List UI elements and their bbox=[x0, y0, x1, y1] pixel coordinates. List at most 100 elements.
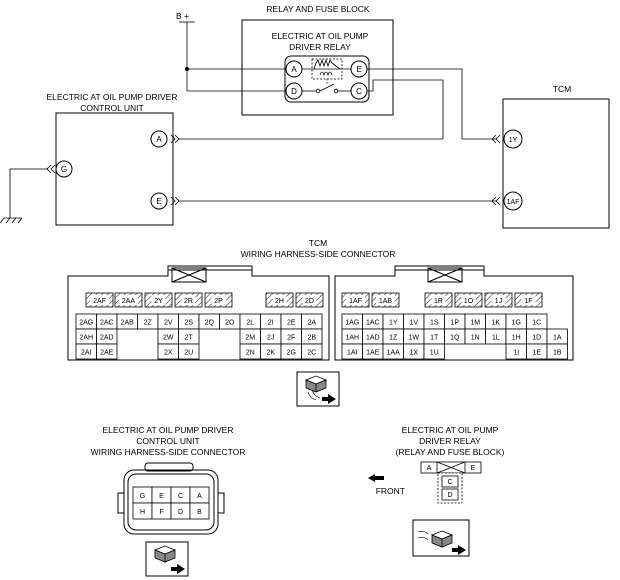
svg-text:2AI: 2AI bbox=[81, 349, 92, 356]
pin-cell: E bbox=[151, 486, 172, 504]
cu-connector-title-line3: WIRING HARNESS-SIDE CONNECTOR bbox=[91, 447, 246, 457]
wire-junction bbox=[185, 67, 189, 71]
pin-cell: 2Q bbox=[198, 313, 220, 330]
svg-text:1U: 1U bbox=[430, 349, 439, 356]
svg-text:1Y: 1Y bbox=[389, 319, 398, 326]
svg-text:1D: 1D bbox=[532, 334, 541, 341]
svg-text:1Y: 1Y bbox=[509, 137, 518, 144]
tcm-connector-left-housing bbox=[67, 265, 330, 361]
cu-pin-a: A bbox=[150, 130, 168, 148]
svg-text:A: A bbox=[291, 65, 297, 74]
svg-text:2AE: 2AE bbox=[100, 349, 114, 356]
svg-text:1R: 1R bbox=[434, 298, 443, 305]
pin-cell: 2Y bbox=[144, 292, 173, 308]
svg-text:A: A bbox=[156, 135, 162, 144]
svg-text:1O: 1O bbox=[464, 298, 474, 305]
pin-cell: 2AD bbox=[96, 328, 118, 345]
pin-cell: 1G bbox=[505, 313, 527, 330]
front-arrow-icon bbox=[368, 474, 384, 482]
pin-cell: 2C bbox=[301, 343, 323, 360]
pin-cell: 2F bbox=[280, 328, 302, 345]
relay-pin-e: E bbox=[350, 60, 368, 78]
pin-cell: 1P bbox=[444, 313, 466, 330]
svg-text:E: E bbox=[159, 493, 164, 500]
svg-text:2AD: 2AD bbox=[100, 334, 114, 341]
relay-conn-pin-e: E bbox=[471, 465, 476, 472]
pin-cell: 1B bbox=[546, 343, 568, 360]
pin-cell: 2B bbox=[301, 328, 323, 345]
pin-cell: 2O bbox=[219, 313, 241, 330]
pin-cell: D bbox=[170, 502, 191, 520]
svg-text:2W: 2W bbox=[163, 334, 174, 341]
pin-cell: 2V bbox=[157, 313, 179, 330]
svg-text:1W: 1W bbox=[409, 334, 420, 341]
pin-cell: 1S bbox=[423, 313, 445, 330]
pin-cell: 2Z bbox=[137, 313, 159, 330]
relay-connector-title-line2: DRIVER RELAY bbox=[419, 436, 481, 446]
pin-cell: 2AC bbox=[96, 313, 118, 330]
pin-cell: 2N bbox=[239, 343, 261, 360]
pin-cell: 1O bbox=[454, 292, 483, 308]
svg-text:2A: 2A bbox=[307, 319, 316, 326]
pin-cell: 1W bbox=[403, 328, 425, 345]
relay-switch-symbol bbox=[302, 83, 351, 94]
svg-text:2E: 2E bbox=[287, 319, 296, 326]
pin-cell: 1AG bbox=[341, 313, 363, 330]
svg-text:2T: 2T bbox=[185, 334, 194, 341]
svg-text:2J: 2J bbox=[267, 334, 274, 341]
pin-cell: 1V bbox=[403, 313, 425, 330]
svg-text:B: B bbox=[197, 509, 202, 516]
svg-text:2AF: 2AF bbox=[93, 298, 106, 305]
svg-text:2F: 2F bbox=[287, 334, 295, 341]
svg-text:1AB: 1AB bbox=[379, 298, 393, 305]
pin-cell: 1X bbox=[403, 343, 425, 360]
relay-connector-title-line1: ELECTRIC AT OIL PUMP bbox=[402, 425, 499, 435]
svg-text:1M: 1M bbox=[470, 319, 480, 326]
svg-text:2AA: 2AA bbox=[122, 298, 136, 305]
relay-pin-a: A bbox=[285, 60, 303, 78]
tcm-box bbox=[502, 98, 610, 229]
tcm-connector-view-icon bbox=[296, 371, 340, 407]
relay-connector-view-icon bbox=[412, 519, 470, 557]
pin-cell: 1Z bbox=[382, 328, 404, 345]
svg-text:1Z: 1Z bbox=[389, 334, 398, 341]
pin-cell: 2D bbox=[295, 292, 324, 308]
relay-pin-d: D bbox=[285, 82, 303, 100]
pin-cell: 2R bbox=[174, 292, 203, 308]
relay-name-line2: DRIVER RELAY bbox=[289, 42, 351, 52]
relay-connector-title-line3: (RELAY AND FUSE BLOCK) bbox=[396, 447, 505, 457]
svg-text:2I: 2I bbox=[268, 319, 274, 326]
svg-text:2B: 2B bbox=[307, 334, 316, 341]
relay-coil-symbol bbox=[302, 58, 351, 85]
pin-cell: 1Q bbox=[444, 328, 466, 345]
pin-cell: 2S bbox=[178, 313, 200, 330]
tcm-connector-title-line1: TCM bbox=[309, 238, 327, 248]
svg-text:1AC: 1AC bbox=[366, 319, 380, 326]
svg-text:2N: 2N bbox=[246, 349, 255, 356]
pin-cell: 1U bbox=[423, 343, 445, 360]
wires bbox=[0, 68, 497, 224]
relay-name-line1: ELECTRIC AT OIL PUMP bbox=[272, 31, 369, 41]
pin-cell: 2AB bbox=[116, 313, 138, 330]
pin-cell: 1N bbox=[464, 328, 486, 345]
svg-text:A: A bbox=[197, 493, 202, 500]
tcm-name: TCM bbox=[553, 84, 571, 94]
svg-text:G: G bbox=[140, 493, 145, 500]
pin-cell: 1AI bbox=[341, 343, 363, 360]
pin-cell: 2I bbox=[260, 313, 282, 330]
svg-text:1I: 1I bbox=[513, 349, 519, 356]
svg-text:2AB: 2AB bbox=[121, 319, 135, 326]
pin-cell: 2G bbox=[280, 343, 302, 360]
pin-cell: 2E bbox=[280, 313, 302, 330]
svg-text:1E: 1E bbox=[532, 349, 541, 356]
svg-text:1AF: 1AF bbox=[349, 298, 362, 305]
pin-cell: 2T bbox=[178, 328, 200, 345]
pin-cell: 1R bbox=[424, 292, 453, 308]
svg-text:1T: 1T bbox=[430, 334, 439, 341]
svg-text:1B: 1B bbox=[553, 349, 562, 356]
svg-text:1Q: 1Q bbox=[450, 334, 460, 341]
svg-text:1P: 1P bbox=[450, 319, 459, 326]
svg-text:F: F bbox=[159, 509, 163, 516]
svg-text:2L: 2L bbox=[246, 319, 254, 326]
